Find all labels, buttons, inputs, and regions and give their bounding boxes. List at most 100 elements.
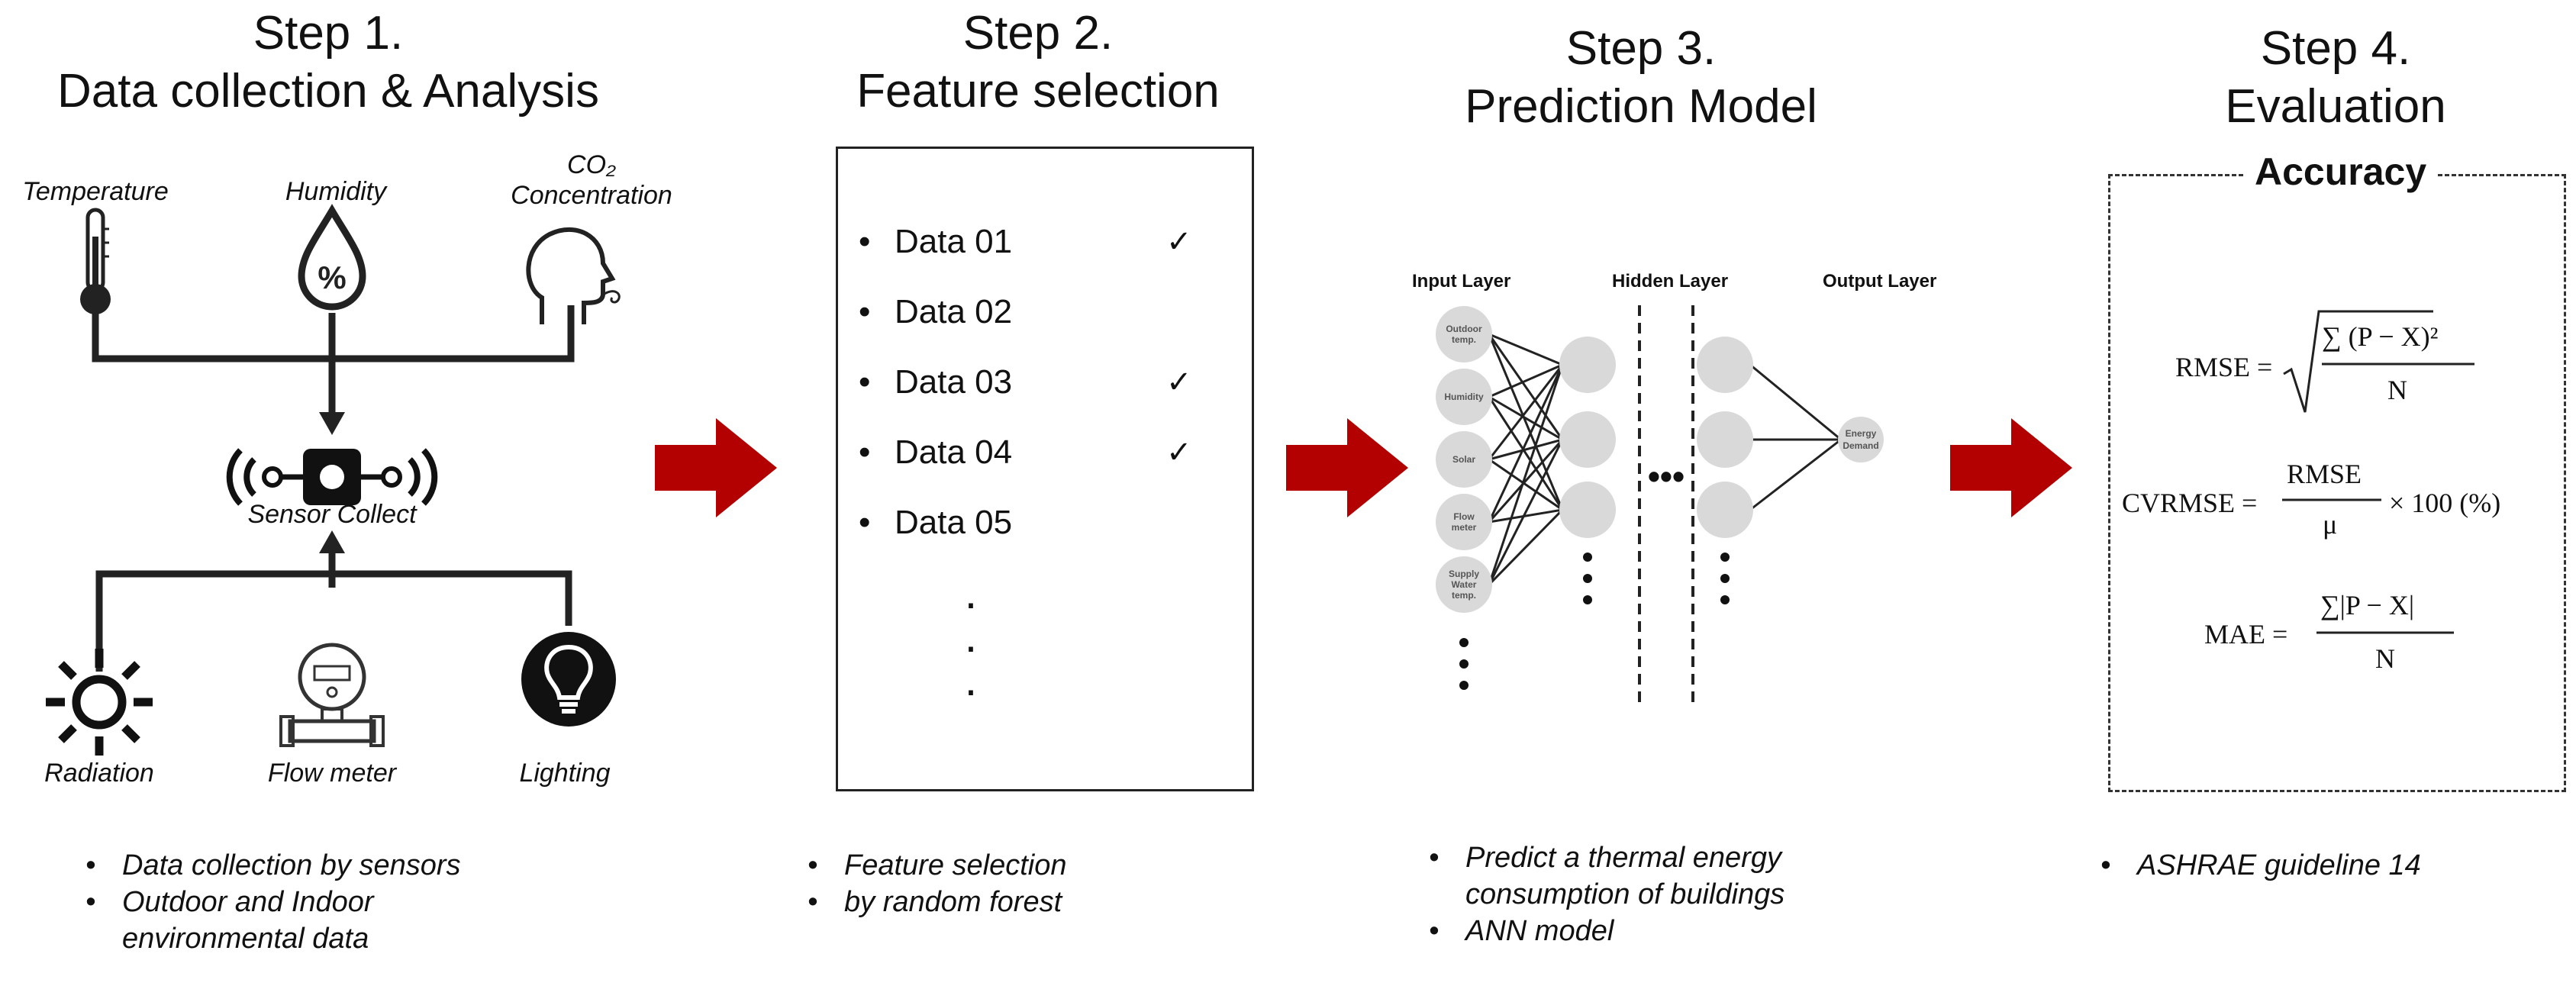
continuation-dot [1583, 595, 1592, 604]
humidity-label: Humidity [285, 177, 387, 206]
mae-fraction-bar [2316, 631, 2454, 634]
hidden-ellipsis: ••• [1648, 456, 1685, 496]
continuation-dot [1720, 595, 1730, 604]
input-node [1436, 369, 1492, 425]
input-node-label: Flow [1453, 511, 1475, 522]
step1-bullet-1-text: Data collection by sensors [122, 849, 461, 881]
connection-line [1488, 439, 1564, 585]
connection-line [1749, 438, 1842, 511]
continuation-dot [1459, 659, 1469, 669]
thermometer-icon [80, 208, 111, 314]
feature-bullet: • [859, 504, 871, 541]
step1-bullet-2-text: Outdoor and Indoor [122, 886, 374, 918]
lighting-label: Lighting [519, 759, 611, 788]
step3-title-line1: Step 3. [1565, 22, 1717, 75]
accuracy-title: Accuracy [2244, 150, 2438, 194]
output-layer-label: Output Layer [1823, 271, 1937, 292]
step4-bullet-1: • ASHRAE guideline 14 [2100, 847, 2558, 884]
humidity-percent: % [318, 259, 346, 295]
step1-bullet-1: •Data collection by sensors [85, 847, 620, 884]
feature-item-5: Data 05 [895, 504, 1013, 541]
connection-line [1488, 334, 1564, 440]
continuation-dot [1720, 553, 1730, 562]
step3-bullet-2: • ANN model [1429, 913, 1963, 949]
co2-head-icon [526, 227, 621, 324]
feature-bullet: • [859, 363, 871, 401]
input-node [1436, 556, 1492, 613]
input-node-label: Supply [1449, 569, 1479, 579]
input-node-label: Humidity [1444, 392, 1484, 402]
step3-title-line2: Prediction Model [1465, 80, 1817, 133]
rmse-lhs: RMSE = [2175, 352, 2273, 382]
feature-item-2: Data 02 [895, 293, 1013, 330]
sensor-collect-label: Sensor Collect [247, 500, 417, 529]
mae-denominator: N [2375, 643, 2395, 674]
feature-bullet: • [859, 223, 871, 260]
feature-item-3: Data 03 [895, 363, 1013, 401]
co2-label-line2: Concentration [511, 181, 672, 210]
input-node [1436, 431, 1492, 488]
input-node [1436, 306, 1492, 362]
continuation-dot [1583, 553, 1592, 562]
temperature-label: Temperature [22, 177, 169, 206]
hidden-node [1559, 482, 1616, 538]
cvrmse-numerator: RMSE [2287, 459, 2362, 489]
step3-bullet-1-text: Predict a thermal energy [1465, 842, 1781, 874]
step3-bullet-3-text: ANN model [1465, 915, 1614, 947]
arrow-2-icon [1286, 418, 1408, 517]
output-node-label: Demand [1843, 440, 1878, 451]
step4-title-line2: Evaluation [2225, 80, 2446, 133]
ellipsis-dot: · [963, 577, 978, 628]
input-node [1436, 494, 1492, 550]
step4-bullet-1-text: ASHRAE guideline 14 [2137, 849, 2421, 881]
bullet-dot: • [1429, 915, 1440, 947]
connection-line [1488, 395, 1563, 441]
feature-item-4: Data 04 [895, 433, 1013, 471]
connection-line [1488, 508, 1563, 524]
ellipsis-dot: · [963, 664, 978, 715]
light-bulb-icon [521, 632, 616, 727]
continuation-dot [1459, 638, 1469, 647]
mae-numerator: ∑|P − X| [2320, 590, 2415, 620]
step1-title-line2: Data collection & Analysis [57, 65, 599, 118]
co2-label-line1: CO₂ [567, 150, 616, 179]
connection-line [1488, 438, 1563, 461]
step1-title: Step 1. Data collection & Analysis [15, 5, 641, 121]
step3-title: Step 3. Prediction Model [1412, 20, 1870, 136]
connection-line [1488, 364, 1564, 460]
connection-line [1488, 508, 1564, 586]
rmse-numerator: ∑ (P − X)² [2322, 321, 2439, 352]
step2-bullet-1: •Feature selection [808, 847, 1265, 884]
connection-line [1488, 333, 1563, 366]
continuation-dot [1583, 574, 1592, 583]
cvrmse-denominator: μ [2323, 509, 2338, 540]
flow-meter-label: Flow meter [267, 759, 397, 788]
continuation-dot [1459, 681, 1469, 690]
step2-title: Step 2. Feature selection [809, 5, 1267, 121]
hidden-node [1559, 337, 1616, 393]
sensor-hub-icon [226, 448, 438, 506]
cvrmse-lhs: CVRMSE = [2122, 488, 2258, 518]
arrow-3-icon [1950, 418, 2072, 517]
continuation-dot [1720, 574, 1730, 583]
step4-bullets: • ASHRAE guideline 14 [2100, 847, 2558, 884]
input-node-label: temp. [1452, 590, 1476, 601]
connection-line [1488, 363, 1563, 398]
check-icon: ✓ [1166, 225, 1192, 259]
step3-bullet-2-text: consumption of buildings [1465, 878, 1785, 910]
feature-bullet: • [859, 293, 871, 330]
hidden-node [1697, 337, 1753, 393]
check-icon: ✓ [1166, 366, 1192, 399]
flow-meter-icon [279, 643, 385, 747]
step4-title: Step 4. Evaluation [2107, 20, 2565, 136]
step1-title-line1: Step 1. [253, 7, 404, 60]
humidity-drop-icon: % [298, 204, 366, 311]
feature-selection-box [836, 147, 1254, 791]
feature-bullet: • [859, 433, 871, 471]
step1-bullet-3-text: environmental data [122, 923, 369, 955]
output-node [1838, 417, 1884, 462]
bullet-dot: • [1429, 842, 1440, 874]
bullet-dot: • [2100, 849, 2111, 881]
